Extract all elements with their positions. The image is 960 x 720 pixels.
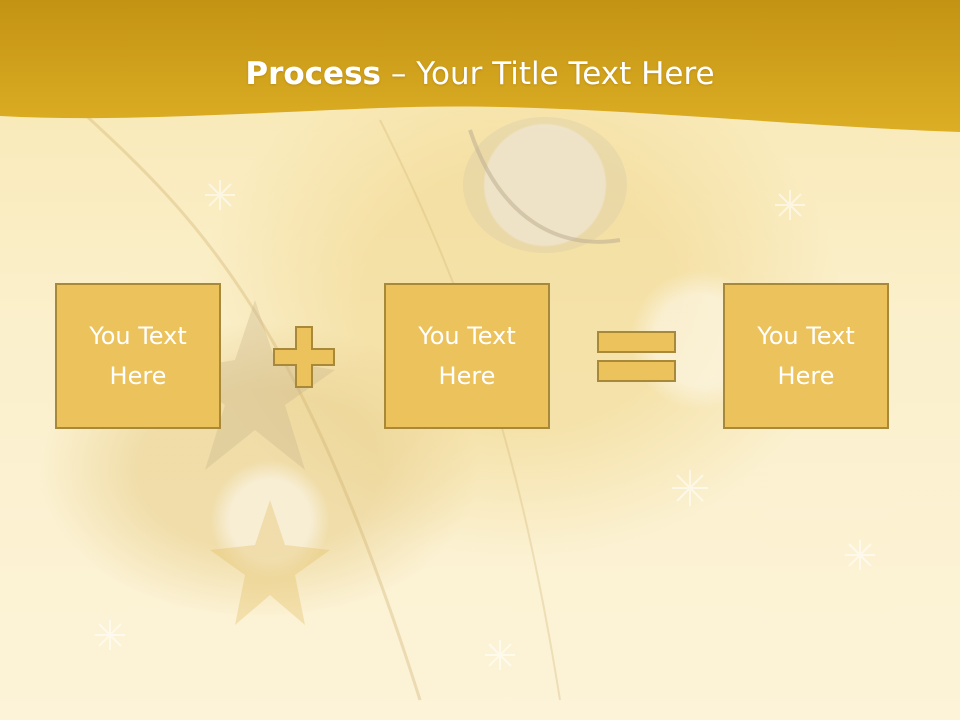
plus-icon xyxy=(273,326,335,388)
process-box-3-text: You Text Here xyxy=(757,322,855,390)
equals-icon xyxy=(597,331,676,382)
process-box-2[interactable]: You Text Here xyxy=(384,283,550,429)
process-box-1-text: You Text Here xyxy=(89,322,187,390)
process-box-3[interactable]: You Text Here xyxy=(723,283,889,429)
slide-title: Process – Your Title Text Here xyxy=(0,52,960,96)
title-dash: – xyxy=(381,56,417,92)
process-box-1[interactable]: You Text Here xyxy=(55,283,221,429)
process-box-2-text: You Text Here xyxy=(418,322,516,390)
title-bold: Process xyxy=(245,56,381,92)
title-text: Your Title Text Here xyxy=(416,56,715,92)
title-banner xyxy=(0,0,960,132)
